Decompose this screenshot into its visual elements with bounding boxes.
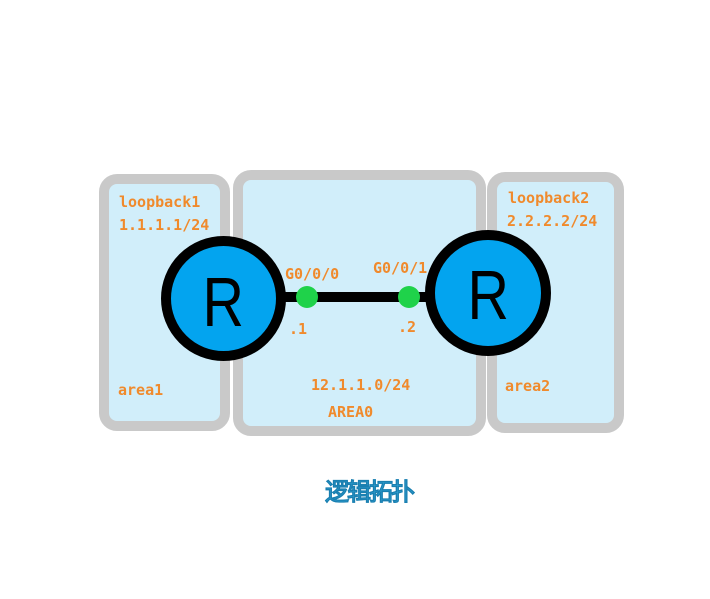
loopback2-label: loopback2: [508, 189, 590, 207]
loopback2-ip: 2.2.2.2/24: [507, 212, 598, 230]
router2-port-dot: [398, 286, 420, 308]
link-network-label: 12.1.1.0/24: [311, 376, 411, 394]
area2-label: area2: [505, 377, 551, 395]
router1-ip-suffix: .1: [289, 320, 308, 338]
router1-symbol: R: [202, 262, 245, 341]
router1-icon: R: [161, 236, 286, 361]
router2-symbol: R: [467, 256, 509, 334]
router-link: [265, 292, 465, 302]
router1-port-dot: [296, 286, 318, 308]
diagram-caption: 逻辑拓扑: [325, 478, 416, 507]
loopback1-label: loopback1: [119, 193, 201, 211]
area1-label: area1: [118, 381, 164, 399]
router2-ip-suffix: .2: [398, 318, 417, 336]
router2-icon: R: [425, 230, 551, 356]
loopback1-ip: 1.1.1.1/24: [119, 216, 210, 234]
router1-interface-label: G0/0/0: [285, 265, 340, 283]
router2-interface-label: G0/0/1: [373, 259, 428, 277]
area0-label: AREA0: [328, 403, 374, 421]
